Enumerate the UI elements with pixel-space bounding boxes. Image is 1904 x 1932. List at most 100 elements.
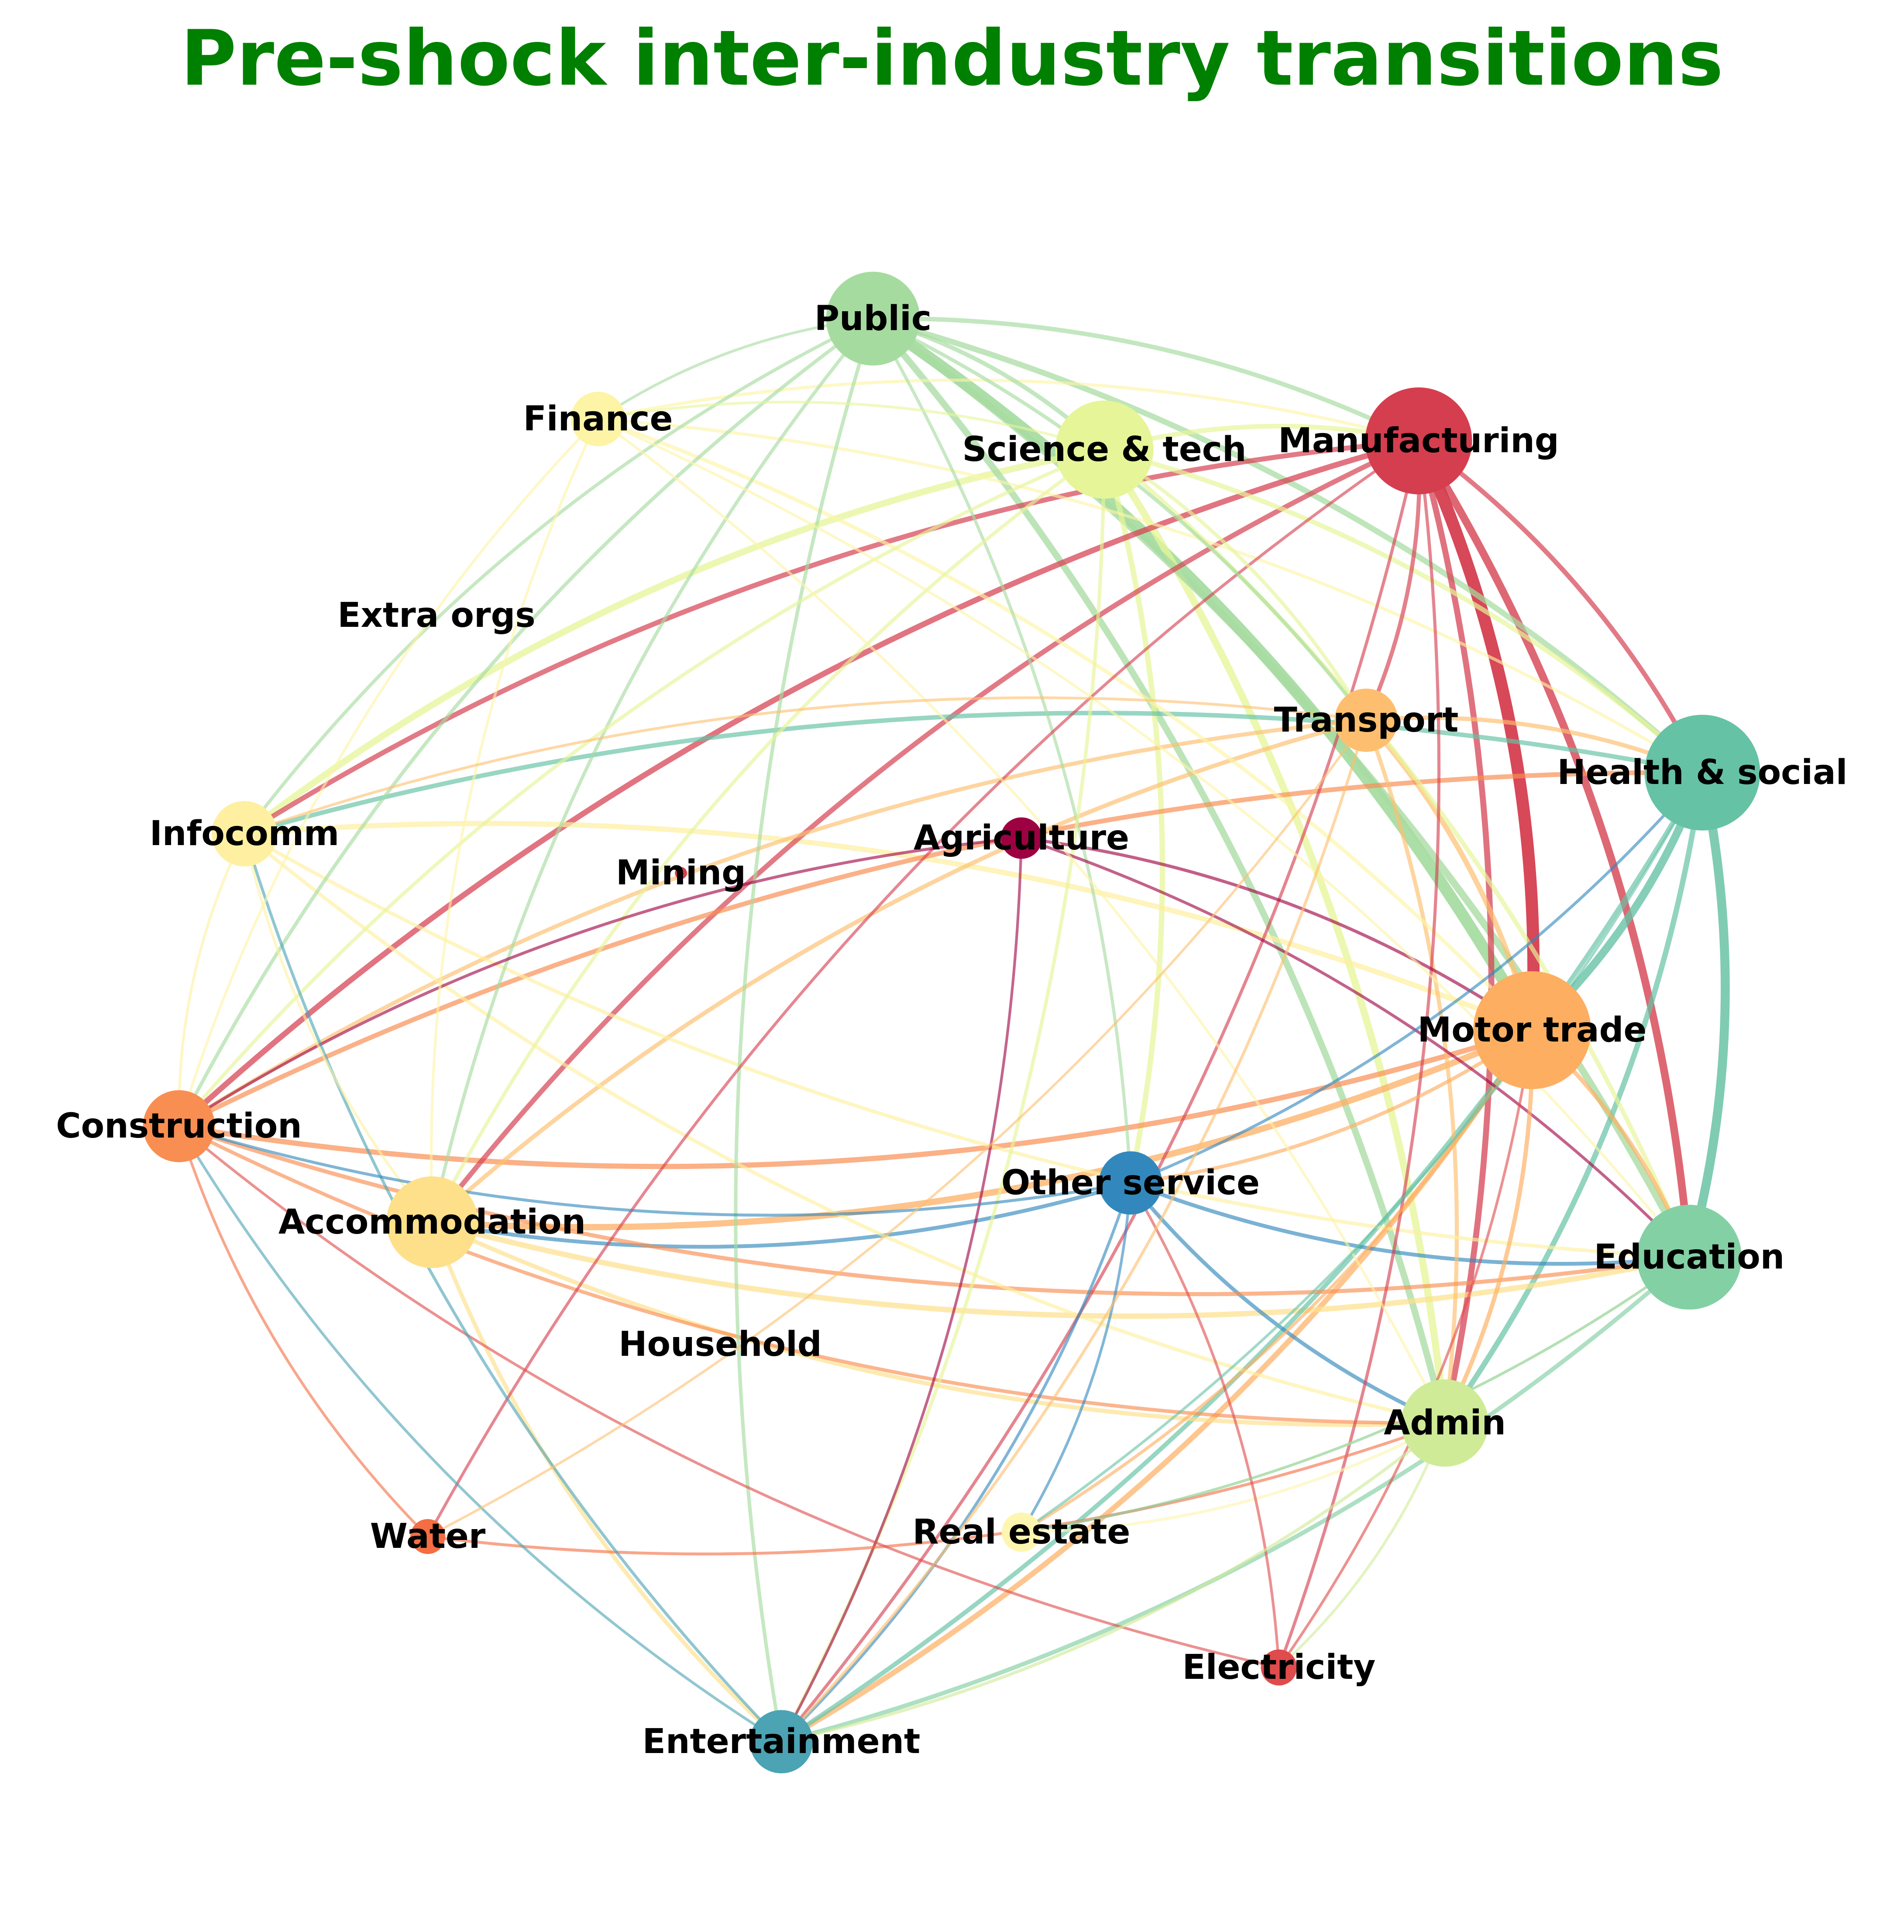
node-label-manufacturing: Manufacturing	[1278, 421, 1559, 461]
edge-manufacturing-water	[426, 439, 1420, 1538]
node-agriculture[interactable]	[1000, 817, 1042, 859]
edge-science-otherservice	[1101, 447, 1165, 1186]
node-label-infocomm: Infocomm	[150, 814, 339, 853]
node-label-motor: Motor trade	[1418, 1011, 1647, 1050]
edge-finance-admin	[596, 417, 1447, 1425]
edge-entertainment-construction	[177, 1124, 783, 1743]
node-entertainment[interactable]	[749, 1710, 813, 1774]
node-finance[interactable]	[571, 392, 626, 447]
edge-motor-admin	[1443, 1028, 1535, 1425]
edge-otherservice-realestate	[1020, 1181, 1132, 1534]
edge-public-construction	[177, 316, 875, 1128]
node-label-construction: Construction	[56, 1107, 302, 1146]
node-label-household: Household	[619, 1325, 821, 1364]
node-label-health: Health & social	[1557, 753, 1847, 792]
edge-manufacturing-education	[1415, 437, 1693, 1261]
edge-entertainment-infocomm	[243, 832, 783, 1743]
edge-manufacturing-health	[1416, 438, 1705, 775]
node-motor[interactable]	[1473, 971, 1591, 1089]
edge-public-otherservice	[871, 317, 1132, 1185]
node-label-admin: Admin	[1384, 1403, 1506, 1443]
edge-science-infocomm	[241, 446, 1108, 837]
node-realestate[interactable]	[1002, 1513, 1041, 1552]
edge-education-entertainment	[779, 1255, 1691, 1744]
edge-science-accommodation	[430, 447, 1107, 1224]
edge-transport-water	[426, 719, 1368, 1538]
node-label-extra: Extra orgs	[337, 596, 535, 635]
node-label-entertainment: Entertainment	[643, 1722, 921, 1761]
edge-agriculture-construction	[177, 836, 1023, 1128]
node-label-accommodation: Accommodation	[278, 1203, 586, 1242]
edge-science-admin	[1100, 446, 1449, 1427]
edge-health-admin	[1442, 770, 1705, 1426]
edge-transport-infocomm	[243, 696, 1368, 835]
edge-construction-health	[176, 770, 1705, 1129]
node-label-finance: Finance	[523, 399, 673, 439]
edge-health-education	[1684, 768, 1730, 1262]
edge-finance-construction	[177, 417, 600, 1128]
node-accommodation[interactable]	[386, 1176, 478, 1268]
edge-electricity-motor	[1277, 1028, 1534, 1669]
node-mining[interactable]	[675, 867, 687, 879]
node-public[interactable]	[826, 272, 920, 366]
edge-motor-otherservice	[1128, 1028, 1534, 1185]
edge-water-construction	[177, 1124, 430, 1538]
node-education[interactable]	[1637, 1205, 1742, 1310]
edge-water-admin	[426, 1421, 1447, 1556]
node-otherservice[interactable]	[1099, 1151, 1162, 1215]
node-health[interactable]	[1644, 715, 1760, 831]
edge-construction-admin	[177, 1124, 1447, 1425]
chart-title: Pre-shock inter-industry transitions	[180, 14, 1724, 103]
edge-otherservice-accommodation	[430, 1181, 1133, 1249]
node-label-transport: Transport	[1274, 701, 1459, 740]
edge-infocomm-education	[242, 832, 1691, 1259]
edge-manufacturing-accommodation	[430, 438, 1421, 1225]
edge-health-infocomm	[242, 711, 1705, 836]
edge-health-realestate	[1020, 771, 1704, 1534]
edge-science-transport	[1102, 447, 1368, 722]
edge-otherservice-education	[1128, 1181, 1691, 1266]
edge-public-infocomm	[243, 317, 875, 835]
edge-infocomm-accommodation	[243, 832, 434, 1224]
node-admin[interactable]	[1401, 1379, 1488, 1467]
edge-public-transport	[871, 316, 1368, 722]
edge-education-realestate	[1020, 1255, 1691, 1534]
edge-agriculture-entertainment	[780, 836, 1023, 1743]
edge-public-health	[870, 316, 1705, 776]
edge-infocomm-construction	[177, 832, 246, 1128]
edge-infocomm-admin	[242, 832, 1447, 1425]
edge-agriculture-motor	[1020, 836, 1534, 1032]
edge-manufacturing-construction	[176, 438, 1422, 1129]
edge-manufacturing-electricity	[1277, 439, 1441, 1669]
edge-public-entertainment	[734, 316, 875, 1744]
edge-otherservice-construction	[177, 1124, 1132, 1217]
edge-motor-entertainment	[778, 1027, 1535, 1745]
edge-agriculture-education	[1020, 836, 1691, 1259]
edge-finance-manufacturing	[596, 378, 1420, 443]
node-transport[interactable]	[1334, 688, 1398, 752]
node-label-mining: Mining	[616, 853, 746, 893]
node-manufacturing[interactable]	[1365, 387, 1472, 495]
node-label-agriculture: Agriculture	[914, 818, 1129, 858]
edge-realestate-admin	[1020, 1421, 1447, 1534]
node-label-public: Public	[815, 299, 931, 338]
edge-public-accommodation	[430, 317, 875, 1224]
edge-finance-motor	[596, 417, 1534, 1032]
edge-otherservice-entertainment	[780, 1181, 1132, 1743]
edge-motor-accommodation	[429, 1027, 1536, 1231]
node-infocomm[interactable]	[212, 801, 277, 866]
edge-otherservice-health	[1129, 771, 1704, 1185]
edge-admin-entertainment	[780, 1421, 1447, 1743]
edge-construction-motor	[176, 1028, 1535, 1169]
edge-transport-entertainment	[780, 718, 1368, 1743]
edge-finance-accommodation	[430, 417, 600, 1224]
node-science[interactable]	[1055, 400, 1154, 499]
node-water[interactable]	[410, 1519, 445, 1554]
node-label-education: Education	[1594, 1238, 1785, 1277]
node-layer	[143, 272, 1760, 1774]
edge-public-admin	[870, 315, 1448, 1427]
node-electricity[interactable]	[1261, 1649, 1297, 1686]
node-construction[interactable]	[143, 1090, 215, 1162]
